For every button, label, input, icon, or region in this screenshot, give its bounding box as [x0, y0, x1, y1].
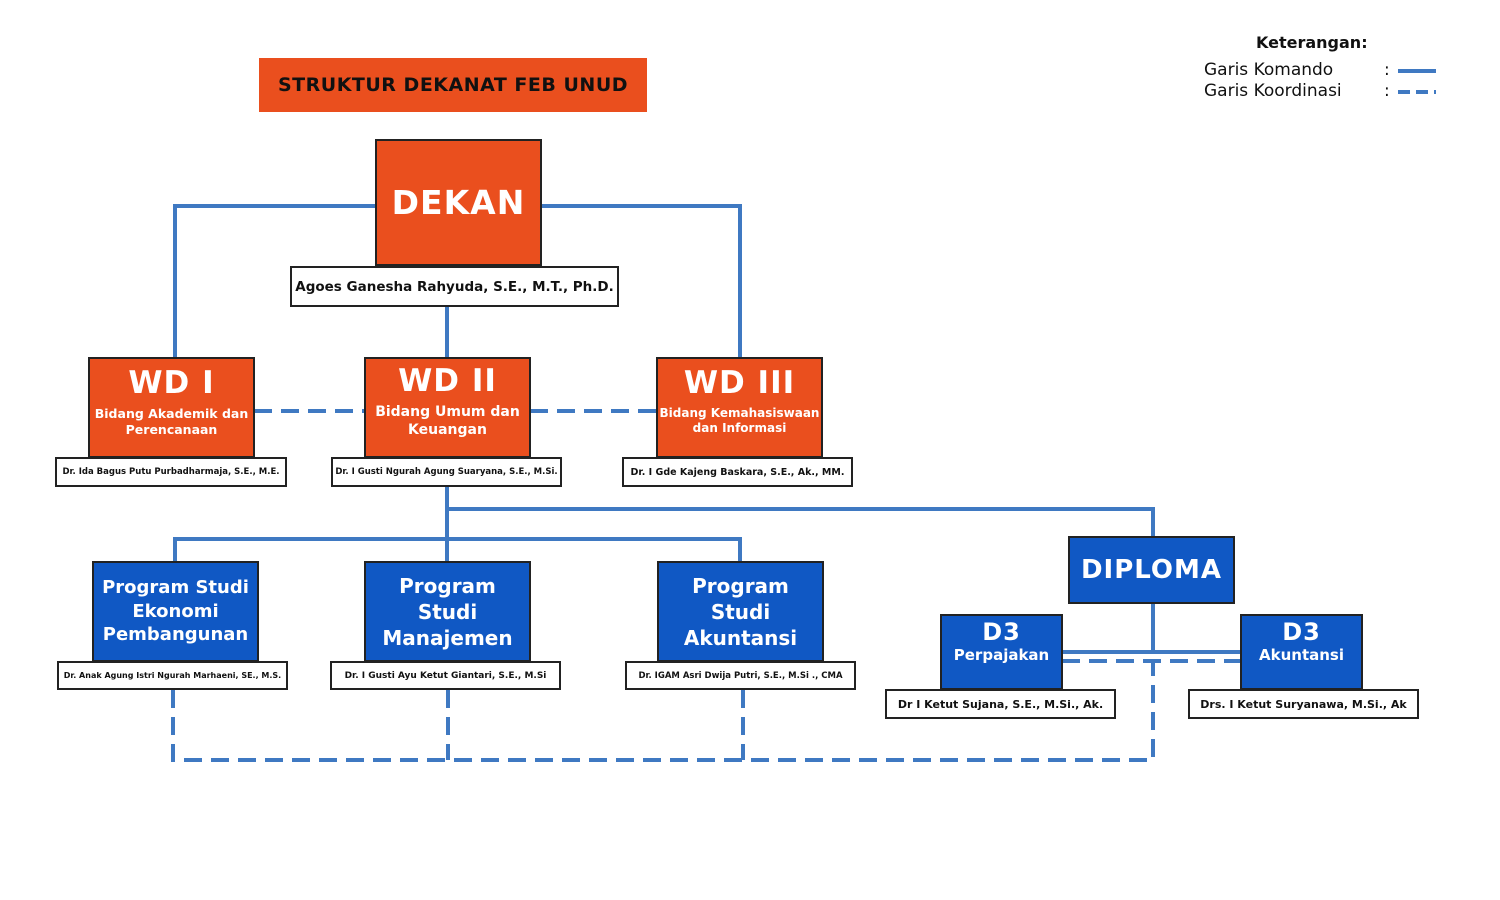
legend-heading: Keterangan:	[1256, 33, 1368, 52]
wd1-field: Bidang Akademik dan Perencanaan	[94, 406, 249, 437]
wd2-box: WD II Bidang Umum dan Keuangan	[364, 357, 531, 458]
command-lines	[173, 204, 1241, 654]
prodi-akuntansi-name: Dr. IGAM Asri Dwija Putri, S.E., M.Si .,…	[625, 661, 856, 690]
command-line-prodi-bus	[173, 537, 742, 562]
legend-coordination-label: Garis Koordinasi	[1204, 81, 1342, 101]
d3-akuntansi-box: D3 Akuntansi	[1240, 614, 1363, 690]
wd1-box: WD I Bidang Akademik dan Perencanaan	[88, 357, 255, 458]
legend-command-label: Garis Komando	[1204, 60, 1334, 80]
d3-perpajakan-box: D3 Perpajakan	[940, 614, 1063, 690]
command-line-dekan-wd3	[541, 204, 742, 358]
dekan-name: Agoes Ganesha Rahyuda, S.E., M.T., Ph.D.	[290, 266, 619, 307]
legend-separator: :	[1384, 81, 1390, 101]
wd1-title: WD I	[128, 365, 215, 401]
prodi-ekonomi-title: Program Studi Ekonomi Pembangunan	[102, 577, 249, 646]
command-line-dekan-wd1	[173, 204, 376, 358]
prodi-manajemen-title: Program Studi Manajemen	[382, 573, 513, 650]
page-title: STRUKTUR DEKANAT FEB UNUD	[259, 58, 647, 112]
diploma-box: DIPLOMA	[1068, 536, 1235, 604]
d3-perpajakan-field: Perpajakan	[953, 646, 1050, 664]
prodi-ekonomi-box: Program Studi Ekonomi Pembangunan	[92, 561, 259, 662]
wd2-name: Dr. I Gusti Ngurah Agung Suaryana, S.E.,…	[331, 457, 562, 487]
legend-separator: :	[1384, 60, 1390, 80]
d3-akuntansi-field: Akuntansi	[1259, 646, 1344, 664]
prodi-manajemen-name: Dr. I Gusti Ayu Ketut Giantari, S.E., M.…	[330, 661, 561, 690]
d3-perpajakan-name: Dr I Ketut Sujana, S.E., M.Si., Ak.	[885, 689, 1116, 719]
d3-akuntansi-title: D3	[1282, 618, 1321, 646]
wd3-box: WD III Bidang Kemahasiswaan dan Informas…	[656, 357, 823, 458]
coord-line-bottom-loop	[171, 661, 1155, 762]
dekan-box: DEKAN	[375, 139, 542, 266]
wd2-title: WD II	[398, 363, 497, 399]
diploma-title: DIPLOMA	[1080, 555, 1223, 585]
wd3-title: WD III	[683, 365, 796, 401]
coordination-lines	[171, 409, 1241, 762]
d3-akuntansi-name: Drs. I Ketut Suryanawa, M.Si., Ak	[1188, 689, 1419, 719]
wd3-name: Dr. I Gde Kajeng Baskara, S.E., Ak., MM.	[622, 457, 853, 487]
d3-perpajakan-title: D3	[982, 618, 1021, 646]
prodi-manajemen-box: Program Studi Manajemen	[364, 561, 531, 662]
command-line-to-diploma	[447, 507, 1155, 537]
wd1-name: Dr. Ida Bagus Putu Purbadharmaja, S.E., …	[55, 457, 287, 487]
wd3-field: Bidang Kemahasiswaan dan Informasi	[659, 406, 820, 435]
prodi-ekonomi-name: Dr. Anak Agung Istri Ngurah Marhaeni, SE…	[57, 661, 288, 690]
prodi-akuntansi-title: Program Studi Akuntansi	[683, 573, 798, 650]
wd2-field: Bidang Umum dan Keuangan	[375, 404, 520, 438]
prodi-akuntansi-box: Program Studi Akuntansi	[657, 561, 824, 662]
dekan-title: DEKAN	[391, 183, 526, 222]
